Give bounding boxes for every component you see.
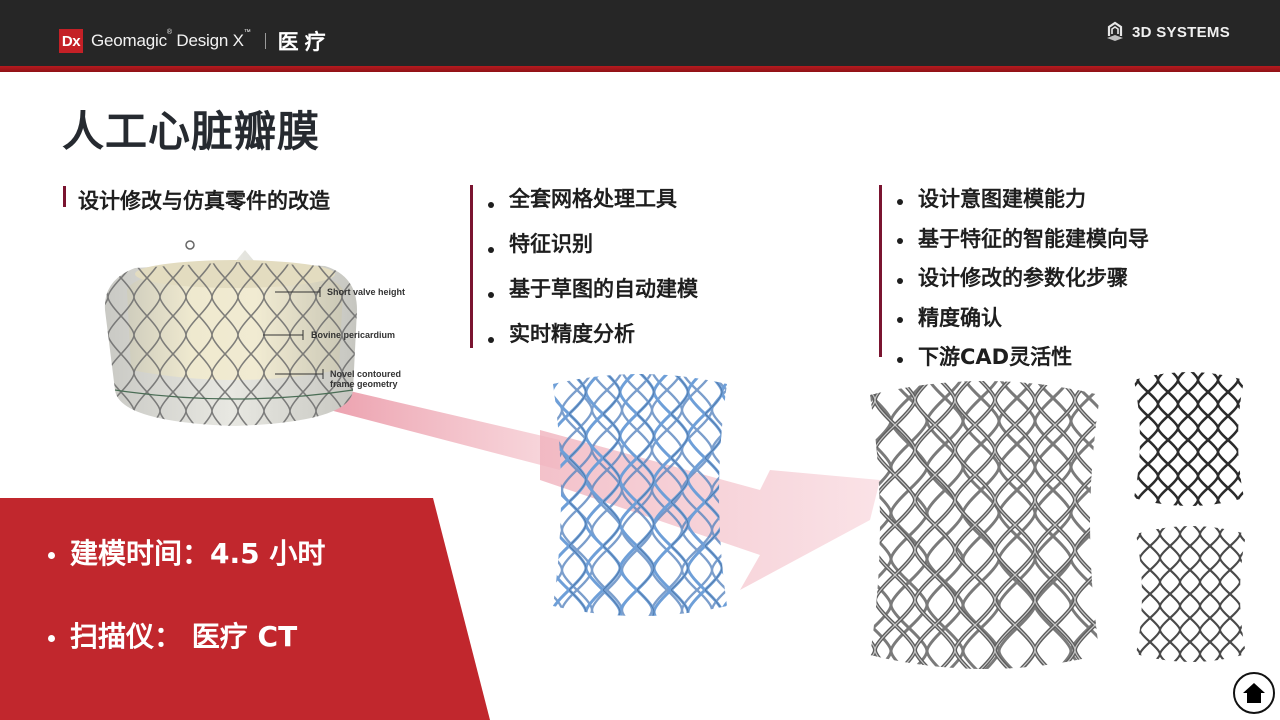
product-name: Geomagic® Design X™	[91, 29, 251, 50]
header-accent-stripe	[0, 66, 1280, 72]
stat-scanner: 扫描仪： 医疗 CT	[44, 613, 325, 696]
company-logo: 3D SYSTEMS	[1104, 21, 1230, 43]
left-subtitle: 设计修改与仿真零件的改造	[78, 189, 330, 213]
list-item: 设计意图建模能力	[890, 182, 1149, 222]
blue-mesh-stent-image	[553, 374, 727, 616]
home-icon	[1243, 683, 1265, 703]
right-column-bar	[879, 185, 882, 357]
header-bar: Dx Geomagic® Design X™ 医疗 3D SYSTEMS	[0, 0, 1280, 66]
callout-bovine-pericardium: Bovine pericardium	[311, 330, 396, 340]
cad-stent-large-image	[870, 381, 1100, 669]
list-item: 基于特征的智能建模向导	[890, 222, 1149, 262]
callout-short-valve-height: Short valve height	[327, 287, 406, 297]
stat-modeling-time: 建模时间：4.5 小时	[44, 530, 325, 613]
list-item: 设计修改的参数化步骤	[890, 261, 1149, 301]
dx-logo: Dx	[59, 29, 83, 53]
middle-column-bar	[470, 185, 473, 348]
right-feature-list: 设计意图建模能力 基于特征的智能建模向导 设计修改的参数化步骤 精度确认 下游C…	[890, 182, 1149, 380]
callout-novel-frame-geometry: Novel contoured frame geometry	[330, 369, 402, 389]
list-item: 实时精度分析	[481, 317, 698, 362]
list-item: 下游CAD灵活性	[890, 340, 1149, 380]
list-item: 全套网格处理工具	[481, 182, 698, 227]
3d-systems-cube-icon	[1106, 21, 1123, 41]
cad-stent-small-dark-image	[1134, 372, 1244, 506]
list-item: 基于草图的自动建模	[481, 272, 698, 317]
middle-feature-list: 全套网格处理工具 特征识别 基于草图的自动建模 实时精度分析	[481, 182, 698, 362]
heart-valve-illustration	[104, 240, 357, 426]
stats-list: 建模时间：4.5 小时 扫描仪： 医疗 CT	[44, 530, 325, 696]
list-item: 精度确认	[890, 301, 1149, 341]
heart-valve-photo: Short valve height Bovine pericardium No…	[95, 240, 430, 432]
company-name: 3D SYSTEMS	[1131, 23, 1230, 41]
product-brand: Dx Geomagic® Design X™ 医疗	[59, 29, 332, 54]
list-item: 特征识别	[481, 227, 698, 272]
home-button[interactable]	[1233, 672, 1275, 714]
page-title: 人工心脏瓣膜	[62, 107, 321, 156]
cad-stent-small-light-image	[1136, 526, 1246, 662]
brand-divider	[264, 33, 266, 49]
stats-panel	[0, 498, 490, 720]
section-label: 医疗	[277, 30, 332, 54]
subtitle-accent-bar	[63, 186, 66, 207]
